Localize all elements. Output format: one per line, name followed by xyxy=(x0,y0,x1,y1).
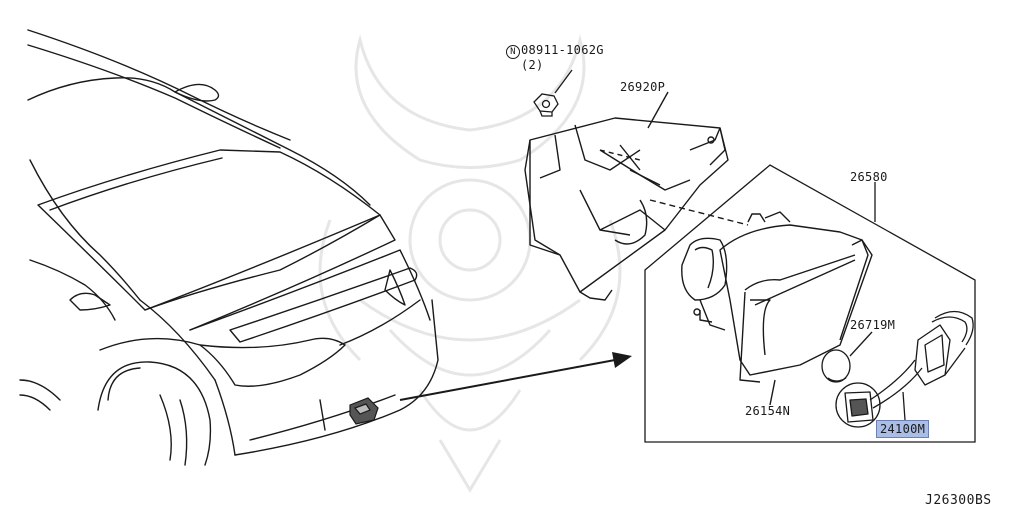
fog-lamp-on-car xyxy=(349,397,379,425)
n-circle-symbol: N xyxy=(506,45,520,59)
watermark-emblem xyxy=(318,34,622,493)
lamp-housing-drawing xyxy=(681,211,873,406)
car-rear-drawing xyxy=(19,29,439,466)
part-label-bulb[interactable]: 26719M xyxy=(850,318,896,332)
bulb-drawing xyxy=(821,331,873,383)
detail-box xyxy=(644,164,976,443)
part-label-lamp-assembly[interactable]: 26580 xyxy=(850,170,888,184)
bracket-drawing xyxy=(524,91,749,301)
socket-harness-drawing xyxy=(835,310,974,428)
diagram-reference-code: J26300BS xyxy=(925,493,992,508)
nut-drawing xyxy=(533,69,573,117)
part-number-nut: 08911-1062G xyxy=(521,43,604,57)
detail-arrow xyxy=(399,352,632,401)
part-label-lens-housing[interactable]: 26154N xyxy=(745,404,791,418)
part-label-socket-harness[interactable]: 24100M xyxy=(876,420,930,438)
part-label-bracket[interactable]: 26920P xyxy=(620,80,666,94)
part-quantity-nut: (2) xyxy=(521,58,544,72)
